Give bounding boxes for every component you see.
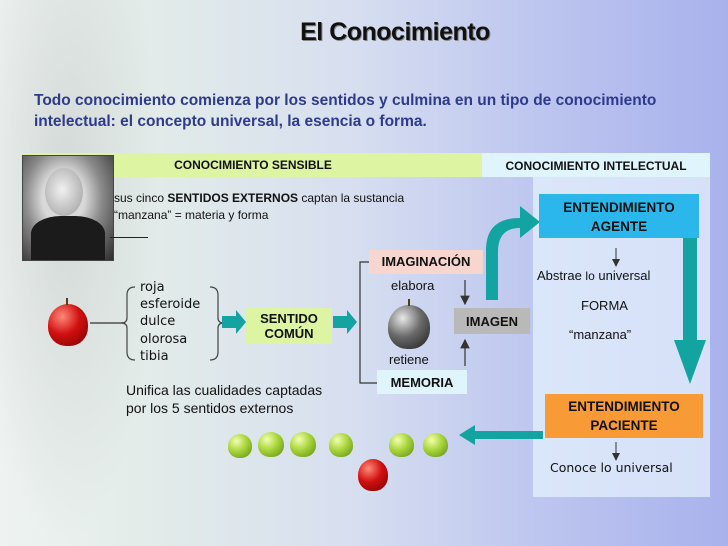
agente-line2: AGENTE: [590, 219, 648, 234]
background-figure: [0, 0, 160, 546]
paciente-line2: PACIENTE: [590, 418, 658, 433]
green-apple-icon: [258, 432, 284, 457]
intro-text: Todo conocimiento comienza por los senti…: [34, 92, 657, 130]
sentidos-externos-text: sus cinco SENTIDOS EXTERNOS captan la su…: [114, 191, 405, 222]
teal-arrow-down-paciente: [674, 238, 706, 384]
teal-arrow-to-imaginacion: [333, 310, 357, 334]
imaginacion-box: IMAGINACIÓN: [369, 250, 483, 274]
unifica-line2: por los 5 sentidos externos: [126, 400, 294, 416]
forma-label: FORMA: [581, 298, 628, 313]
sentido-comun-line1: SENTIDO: [260, 311, 318, 326]
page-title: El Conocimiento: [300, 18, 490, 46]
band-conocimiento-intelectual: CONOCIMIENTO INTELECTUAL: [482, 153, 710, 177]
entendimiento-agente-box: ENTENDIMIENTO AGENTE: [539, 194, 699, 238]
unifica-text: Unifica las cualidades captadas por los …: [126, 381, 322, 417]
elabora-label: elabora: [391, 278, 435, 293]
conoce-text: Conoce lo universal: [550, 460, 673, 475]
memoria-box: MEMORIA: [377, 370, 467, 394]
apple-stem: [408, 299, 410, 306]
teal-arrow-sentido-comun: [222, 310, 246, 334]
quality-item: tibia: [140, 348, 169, 364]
sentido-comun-line2: COMÚN: [264, 326, 314, 341]
green-apple-icon: [290, 432, 316, 457]
portrait-photo: [22, 155, 114, 261]
teal-arrow-to-apples: [459, 425, 543, 445]
divider-line: [110, 237, 148, 238]
agente-line1: ENTENDIMIENTO: [563, 200, 675, 215]
gray-apple-icon: [388, 305, 430, 349]
entendimiento-paciente-box: ENTENDIMIENTO PACIENTE: [545, 394, 703, 438]
green-apple-icon: [423, 433, 448, 457]
unifica-line1: Unifica las cualidades captadas: [126, 382, 323, 398]
left-brace: [120, 286, 136, 361]
right-brace: [209, 286, 225, 361]
sentido-comun-box: SENTIDO COMÚN: [246, 308, 332, 344]
paciente-line1: ENTENDIMIENTO: [568, 399, 680, 414]
green-apple-icon: [389, 433, 414, 457]
manzana-label: “manzana”: [569, 327, 632, 342]
retiene-label: retiene: [389, 352, 429, 367]
quality-item: esferoide: [140, 297, 201, 313]
red-apple-icon-small: [358, 459, 388, 491]
imagen-box: IMAGEN: [454, 308, 530, 334]
green-apple-icon: [329, 433, 353, 457]
quality-item: dulce: [140, 314, 176, 330]
qualities-list: roja esferoide dulce olorosa tibia: [140, 279, 200, 365]
abstrae-text: Abstrae lo universal: [537, 268, 651, 283]
quality-item: olorosa: [140, 331, 188, 347]
green-apple-icon: [228, 434, 252, 458]
teal-arrow-to-agente: [486, 206, 540, 300]
quality-item: roja: [140, 280, 165, 295]
memory-bracket: [359, 261, 377, 384]
red-apple-icon: [48, 304, 88, 346]
apple-stem: [66, 298, 68, 305]
